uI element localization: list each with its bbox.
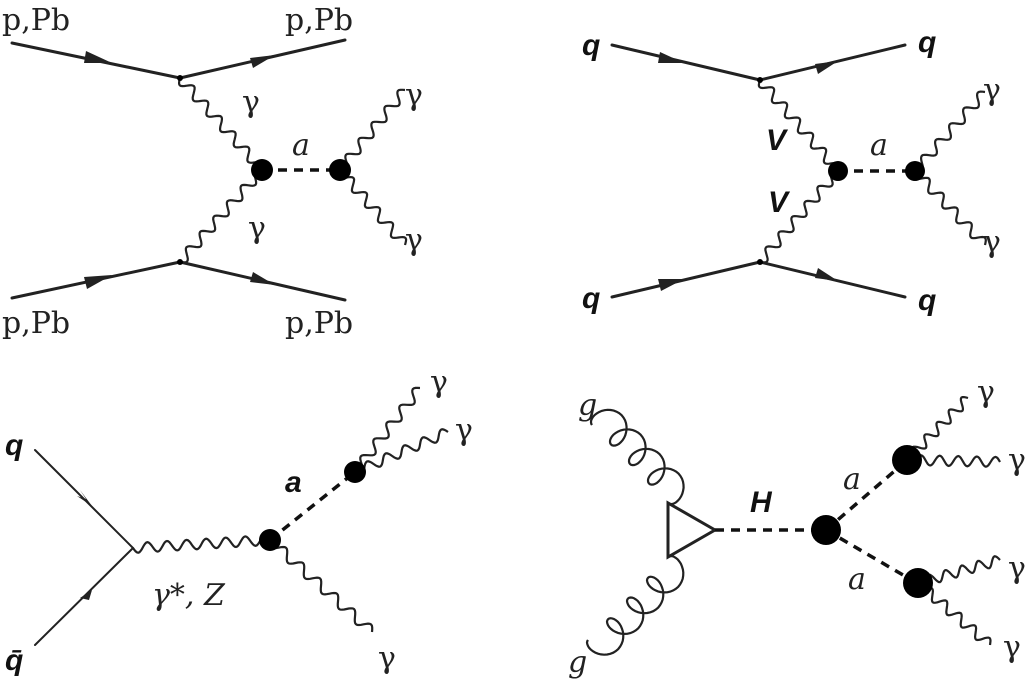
arrow-out-top <box>815 61 838 74</box>
diagram-higgs-decay: g g H a a γ γ γ γ <box>568 375 1026 680</box>
photon-1-wave <box>906 396 969 462</box>
label-recoil: γ <box>378 641 396 676</box>
recoil-photon-wave <box>268 539 374 633</box>
label-decay-2: γ <box>455 413 473 448</box>
label-photon-1: γ <box>977 375 995 410</box>
label-out-top: q <box>918 26 936 59</box>
production-vertex <box>828 161 848 181</box>
fermion-loop-triangle <box>666 500 719 560</box>
diagram-associated-production: q q̄ γ*, Z a γ γ γ <box>5 365 473 677</box>
alp-top-line <box>824 460 907 532</box>
decay-vertex <box>905 161 925 181</box>
label-decay-top: γ <box>405 78 423 113</box>
gluon-top-coil <box>589 408 685 506</box>
label-in-bottom: q <box>582 282 600 315</box>
arrow-out-bottom <box>815 268 838 281</box>
arrow-in-top <box>84 51 112 63</box>
label-quark: q <box>5 429 23 462</box>
decay-photon-top-wave <box>914 90 986 173</box>
label-out-bottom: q <box>918 284 936 317</box>
higgs-decay-vertex <box>811 515 841 545</box>
label-decay-1: γ <box>430 365 448 400</box>
arrow-antiquark <box>80 590 92 600</box>
arrow-out-bottom <box>250 272 275 285</box>
decay-photon-bottom-wave <box>913 170 987 246</box>
label-boson-bottom: V <box>768 186 791 219</box>
label-boson-top: V <box>766 124 789 157</box>
photon-4-wave <box>916 582 992 646</box>
label-alp-bottom: a <box>848 562 866 597</box>
label-alp: a <box>292 128 310 163</box>
arrow-in-top <box>658 52 684 63</box>
decay-photon-1-wave <box>354 386 421 474</box>
label-photon-top: γ <box>242 85 260 120</box>
incoming-top-line <box>610 43 762 82</box>
label-decay-top: γ <box>983 73 1001 108</box>
label-photon-3: γ <box>1008 551 1026 586</box>
diagram-photon-fusion: p,Pb p,Pb p,Pb p,Pb γ γ a γ γ <box>2 3 423 341</box>
label-alp: a <box>285 466 302 499</box>
vertex-dot <box>757 77 763 83</box>
propagator-wave <box>132 534 271 554</box>
gluon-bottom-coil <box>585 554 685 656</box>
boson-top-wave <box>757 79 841 172</box>
label-antiquark: q̄ <box>5 644 23 677</box>
label-propagator: γ*, Z <box>152 578 226 613</box>
vertex-dot <box>757 259 763 265</box>
label-photon-4: γ <box>1003 630 1021 665</box>
label-higgs: H <box>750 486 773 519</box>
production-vertex <box>251 159 273 181</box>
vertex-dot <box>177 259 183 265</box>
arrow-in-bottom <box>84 275 112 289</box>
label-in-bottom: p,Pb <box>2 306 70 341</box>
arrow-quark <box>77 490 92 506</box>
label-gluon-top: g <box>578 388 597 423</box>
arrow-out-top <box>250 55 275 68</box>
photon-top-wave <box>178 77 264 171</box>
alp-bottom-vertex <box>903 568 933 598</box>
decay-vertex <box>329 159 351 181</box>
alp-top-vertex <box>892 445 922 475</box>
decay-photon-bottom-wave <box>337 169 408 246</box>
label-alp-top: a <box>843 462 861 497</box>
decay-photon-top-wave <box>339 88 406 172</box>
label-out-top: p,Pb <box>285 3 353 38</box>
photon-bottom-wave <box>179 168 263 264</box>
vertex-dot <box>177 75 183 81</box>
decay-photon-2-wave <box>354 428 449 476</box>
alp-bottom-line <box>825 528 916 584</box>
label-in-top: q <box>582 29 600 62</box>
alp-line <box>268 470 357 542</box>
label-photon-2: γ <box>1008 443 1026 478</box>
label-photon-bottom: γ <box>248 211 266 246</box>
incoming-bottom-line <box>610 260 762 299</box>
label-out-bottom: p,Pb <box>285 306 353 341</box>
boson-bottom-wave <box>759 169 839 264</box>
production-vertex <box>259 529 281 551</box>
photon-2-wave <box>906 454 1001 468</box>
label-alp: a <box>870 128 888 163</box>
decay-vertex <box>344 461 366 483</box>
label-in-top: p,Pb <box>2 3 70 38</box>
label-decay-bottom: γ <box>983 225 1001 260</box>
arrow-in-bottom <box>658 279 684 291</box>
label-gluon-bottom: g <box>568 645 587 680</box>
diagram-vector-boson-fusion: q q q q V V a γ γ <box>582 26 1001 317</box>
label-decay-bottom: γ <box>405 223 423 258</box>
